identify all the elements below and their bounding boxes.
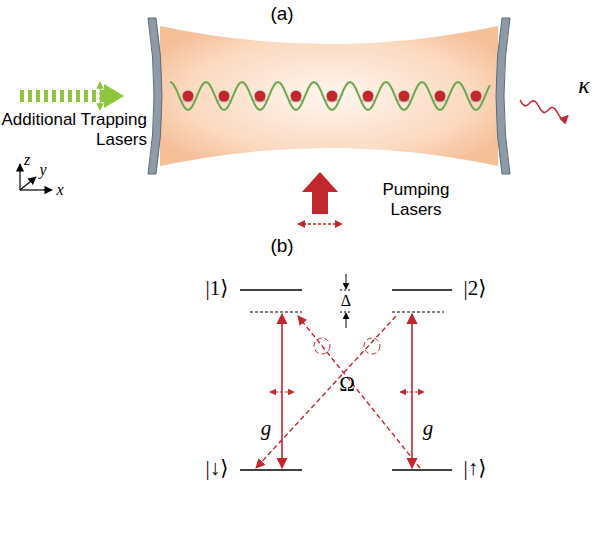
trap-beam [20,90,104,102]
panel-label: (b) [270,235,293,257]
atom [471,91,482,102]
atom [327,91,338,102]
loss-photon [520,100,568,119]
standing-wave [170,82,490,110]
atom [399,91,410,102]
axis-label: x [56,181,63,199]
coupling-label: Ω [339,372,355,396]
energy-levels [240,290,452,470]
trap-arrowhead [104,84,124,108]
mirror [496,18,510,174]
axes [20,164,52,190]
axis-label: z [24,151,30,169]
polarization-arrow [298,223,342,224]
level-label: |2⟩ [464,276,487,300]
wave-curve [170,82,490,110]
atoms [182,91,482,103]
atom [363,91,374,102]
level-label: |↓⟩ [206,456,229,480]
mirror [148,18,162,174]
atom [291,91,302,102]
level-label: |↑⟩ [464,456,487,480]
cavity-coupling [282,314,412,468]
pump-coupling [256,316,420,468]
panel-label: (a) [270,3,293,25]
virtual-levels [250,312,444,313]
beam-label: Pumping Lasers [371,180,461,219]
axis-label: y [39,161,46,179]
polarization-arrow [99,82,101,110]
cavity-mode [160,26,498,166]
level-label: |1⟩ [206,276,229,300]
detuning-label: Δ [339,292,353,310]
atom [183,91,194,102]
coupling-label: g [261,416,272,440]
atom [255,91,266,102]
beam-label: Additional Trapping Lasers [1,110,147,149]
atom [219,91,230,102]
loss-label: κ [578,72,590,100]
pump-arrow [302,172,338,214]
atom [435,91,446,102]
coupling-label: g [423,416,434,440]
